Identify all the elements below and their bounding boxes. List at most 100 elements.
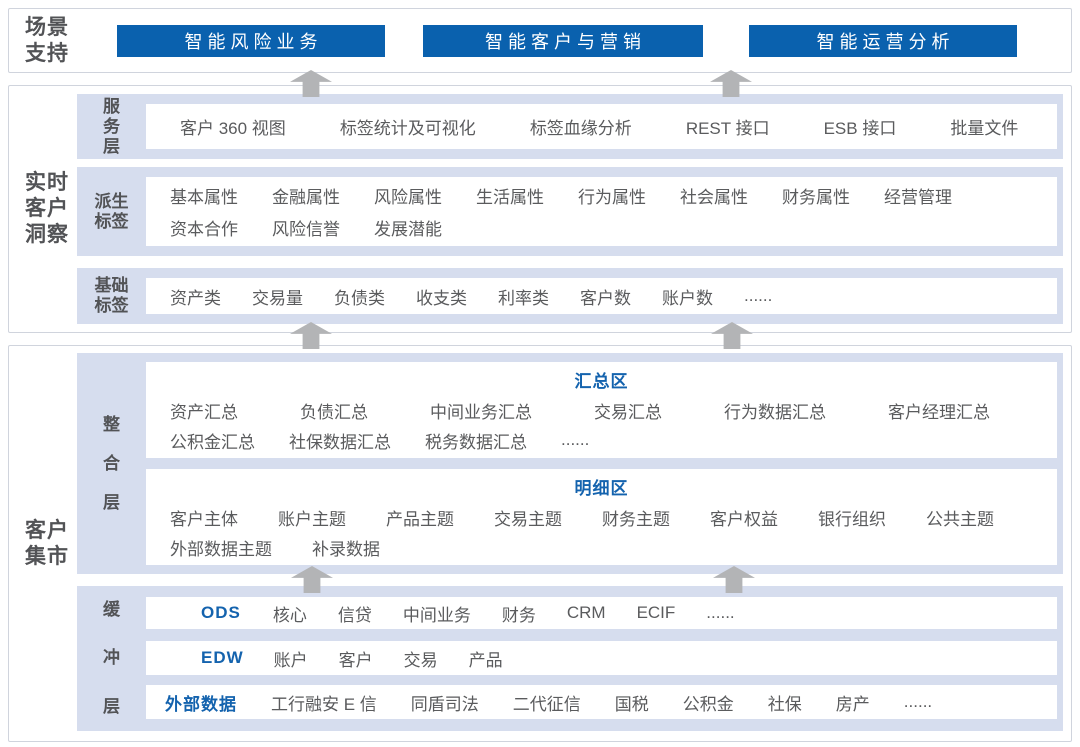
detail-item: 账户主题 (278, 509, 346, 529)
summary-item: 税务数据汇总 (425, 432, 527, 452)
buffer-row-items: 工行融安 E 信同盾司法二代征信国税公积金社保房产...... (271, 690, 932, 715)
section-label-line: 场景 (25, 15, 69, 39)
detail-line-1: 客户主体账户主题产品主题交易主题财务主题客户权益银行组织公共主题 (146, 505, 1057, 530)
layer-label-line: 合 (103, 454, 120, 473)
basic-tags-row: 基础标签 资产类交易量负债类收支类利率类客户数账户数...... (77, 268, 1063, 324)
detail-item: 财务主题 (602, 509, 670, 529)
buffer-item: 公积金 (682, 694, 734, 714)
derived-tag: 社会属性 (680, 188, 748, 208)
basic-tag: ...... (744, 286, 773, 305)
derived-tag: 风险信誉 (272, 219, 340, 239)
buffer-item: 客户 (338, 650, 373, 670)
detail-zone-box: 明细区 客户主体账户主题产品主题交易主题财务主题客户权益银行组织公共主题 外部数… (146, 469, 1057, 565)
layer-label-line: 标签 (94, 211, 129, 231)
layer-label-line: 务 (103, 116, 120, 136)
layer-label-line: 基础 (94, 276, 129, 295)
summary-item: 行为数据汇总 (724, 402, 826, 422)
layer-label-line: 标签 (94, 296, 129, 315)
layer-label-basic-tags: 基础标签 (77, 268, 146, 324)
service-item: 标签统计及可视化 (339, 119, 476, 138)
buffer-row-name: ODS (201, 603, 241, 622)
summary-zone-box: 汇总区 资产汇总负债汇总中间业务汇总交易汇总行为数据汇总客户经理汇总 公积金汇总… (146, 362, 1057, 458)
layer-label-line: 层 (103, 136, 120, 156)
buffer-item: ...... (706, 603, 735, 622)
section-label-line: 客户 (25, 197, 69, 220)
service-item: REST 接口 (685, 119, 770, 138)
derived-tags-box: 基本属性金融属性风险属性生活属性行为属性社会属性财务属性经营管理 资本合作风险信… (146, 177, 1057, 246)
buffer-item: 财务 (501, 605, 536, 625)
summary-item: 交易汇总 (594, 402, 662, 422)
buffer-item: 中间业务 (402, 605, 471, 625)
service-item: 客户 360 视图 (180, 119, 286, 138)
service-item: 批量文件 (950, 119, 1019, 138)
layer-label-integration: 整合层 (77, 353, 146, 574)
detail-item: 银行组织 (818, 509, 886, 529)
buffer-item: 交易 (403, 650, 438, 670)
section-label-line: 支持 (25, 41, 69, 65)
detail-item: 公共主题 (926, 509, 994, 529)
derived-tag: 资本合作 (170, 219, 238, 239)
service-item: 标签血缘分析 (529, 119, 632, 138)
buffer-item: 核心 (272, 605, 307, 625)
section-label-line: 集市 (25, 544, 69, 568)
detail-zone-title: 明细区 (574, 479, 629, 499)
summary-line-1: 资产汇总负债汇总中间业务汇总交易汇总行为数据汇总客户经理汇总 (146, 398, 1057, 423)
section-label-realtime-insight: 实时客户洞察 (25, 170, 69, 248)
scenario-button-risk: 智能风险业务 (117, 25, 385, 57)
buffer-item: 国税 (614, 694, 649, 714)
section-label-line: 客户 (25, 518, 69, 542)
section-label-line: 洞察 (25, 223, 69, 246)
derived-tags-line-2: 资本合作 风险信誉 发展潜能 (146, 215, 1057, 240)
basic-tag: 利率类 (498, 288, 549, 308)
layer-label-buffer: 缓冲层 (77, 586, 146, 731)
basic-tag: 收支类 (416, 288, 467, 308)
service-item: ESB 接口 (823, 119, 897, 138)
detail-item: 客户权益 (710, 509, 778, 529)
derived-tag: 发展潜能 (374, 219, 442, 239)
basic-tag: 负债类 (334, 288, 385, 308)
section-label-line: 实时 (25, 171, 69, 194)
detail-line-2: 外部数据主题补录数据 (146, 535, 1057, 560)
detail-item: 客户主体 (170, 509, 238, 529)
buffer-item: ...... (903, 692, 933, 711)
buffer-item: 二代征信 (512, 694, 581, 714)
derived-tag: 行为属性 (578, 188, 646, 208)
derived-tag: 经营管理 (884, 188, 952, 208)
summary-item: 中间业务汇总 (430, 402, 532, 422)
layer-label-line: 层 (103, 493, 120, 512)
layer-label-line: 整 (103, 415, 120, 434)
buffer-item: 账户 (273, 650, 308, 670)
buffer-row-items: 账户 客户 交易 产品 (274, 646, 503, 671)
derived-tag: 生活属性 (476, 188, 544, 208)
summary-item: 客户经理汇总 (888, 402, 990, 422)
buffer-item: 工行融安 E 信 (271, 694, 377, 714)
basic-tag: 交易量 (252, 288, 303, 308)
layer-label-line: 层 (103, 696, 120, 716)
buffer-item: 信贷 (337, 605, 372, 625)
buffer-item: 同盾司法 (410, 694, 479, 714)
derived-tag: 风险属性 (374, 188, 442, 208)
buffer-item: 产品 (468, 650, 503, 670)
buffer-row-name: EDW (201, 648, 244, 667)
scenario-support-section: 场景支持 智能风险业务 智能客户与营销 智能运营分析 (8, 8, 1072, 73)
buffer-row-name: 外部数据 (165, 694, 237, 714)
derived-tag: 财务属性 (782, 188, 850, 208)
integration-layer-box: 整合层 汇总区 资产汇总负债汇总中间业务汇总交易汇总行为数据汇总客户经理汇总 公… (77, 353, 1063, 574)
summary-zone-title: 汇总区 (574, 372, 629, 392)
buffer-item: ECIF (636, 603, 676, 622)
layer-label-line: 缓 (103, 600, 120, 620)
buffer-row-external-data: 外部数据 工行融安 E 信同盾司法二代征信国税公积金社保房产...... (146, 685, 1057, 719)
basic-tag: 客户数 (580, 288, 631, 308)
derived-tags-line-1: 基本属性金融属性风险属性生活属性行为属性社会属性财务属性经营管理 (146, 183, 1057, 208)
buffer-row-edw: EDW 账户 客户 交易 产品 (146, 641, 1057, 675)
basic-tag: 账户数 (662, 288, 713, 308)
detail-item: 外部数据主题 (170, 539, 272, 559)
detail-item: 产品主题 (386, 509, 454, 529)
derived-tag: 金融属性 (272, 188, 340, 208)
summary-item: 社保数据汇总 (289, 432, 391, 452)
